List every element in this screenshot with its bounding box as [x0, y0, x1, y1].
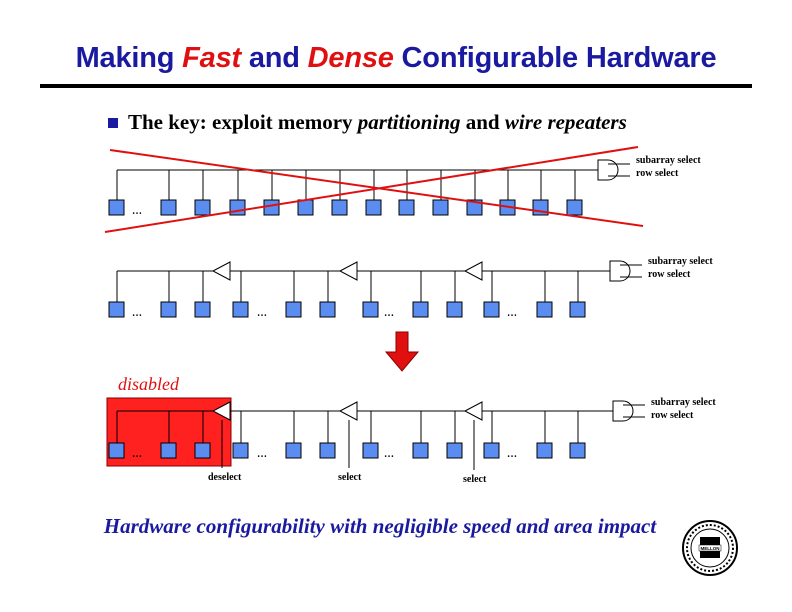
ellipsis-3-3: … — [507, 449, 517, 460]
ellipsis-2-2: … — [384, 308, 394, 319]
label-2-row-select: row select — [648, 269, 691, 280]
select-label-1: select — [338, 472, 362, 483]
and-gate-3 — [612, 400, 634, 422]
memory-cell-3-2 — [194, 442, 211, 459]
key-point: The key: exploit memory partitioning and… — [128, 110, 627, 134]
repeater-3-0 — [211, 401, 231, 421]
memory-cell-1-8 — [398, 199, 415, 216]
memory-cell-3-1 — [160, 442, 177, 459]
ellipsis-2-1: … — [257, 308, 267, 319]
memory-cell-1-10 — [466, 199, 483, 216]
select-label-2: select — [463, 474, 487, 485]
memory-cell-2-10 — [536, 301, 553, 318]
memory-cell-3-9 — [483, 442, 500, 459]
footer-statement: Hardware configurability with negligible… — [103, 514, 657, 538]
cross-line-b — [104, 146, 639, 233]
ellipsis-1: … — [132, 206, 142, 217]
ellipsis-3-1: … — [257, 449, 267, 460]
bullet-square-icon — [108, 118, 118, 128]
memory-cell-2-3 — [232, 301, 249, 318]
ellipsis-3-2: … — [384, 449, 394, 460]
memory-cell-2-1 — [160, 301, 177, 318]
title-emphasis-fast: Fast — [182, 42, 241, 74]
memory-cell-1-7 — [365, 199, 382, 216]
memory-cell-3-0 — [108, 442, 125, 459]
title-divider — [40, 84, 752, 88]
disabled-label: disabled — [118, 374, 179, 394]
memory-cell-3-3 — [232, 442, 249, 459]
repeater-2-1 — [338, 261, 358, 281]
deselect-label: deselect — [208, 472, 242, 483]
label-1-subarray-select: subarray select — [636, 155, 701, 166]
seal-inner-ring — [690, 528, 730, 568]
label-3-row-select: row select — [651, 410, 694, 421]
memory-cell-1-3 — [229, 199, 246, 216]
memory-cell-2-0 — [108, 301, 125, 318]
ellipsis-2-3: … — [507, 308, 517, 319]
memory-cell-1-0 — [108, 199, 125, 216]
memory-cell-3-7 — [412, 442, 429, 459]
title-emphasis-dense: Dense — [307, 42, 394, 74]
memory-cell-1-1 — [160, 199, 177, 216]
memory-cell-2-7 — [412, 301, 429, 318]
down-arrow-icon — [384, 331, 420, 372]
and-gate-1 — [597, 159, 619, 181]
label-1-row-select: row select — [636, 168, 679, 179]
repeater-2-2 — [463, 261, 483, 281]
memory-cell-3-10 — [536, 442, 553, 459]
ellipsis-2-0: … — [132, 308, 142, 319]
memory-cell-1-5 — [297, 199, 314, 216]
repeater-3-2 — [463, 401, 483, 421]
and-gate-2 — [609, 260, 631, 282]
memory-cell-2-6 — [362, 301, 379, 318]
ellipsis-3-0: … — [132, 449, 142, 460]
seal-banner — [698, 544, 722, 552]
seal-text: MELLON — [701, 546, 720, 551]
memory-cell-3-11 — [569, 442, 586, 459]
memory-cell-2-5 — [319, 301, 336, 318]
label-3-subarray-select: subarray select — [651, 397, 716, 408]
memory-cell-3-8 — [446, 442, 463, 459]
memory-cell-2-2 — [194, 301, 211, 318]
memory-cell-3-6 — [362, 442, 379, 459]
memory-cell-2-4 — [285, 301, 302, 318]
memory-cell-1-2 — [194, 199, 211, 216]
memory-cell-2-11 — [569, 301, 586, 318]
memory-cell-1-9 — [432, 199, 449, 216]
slide-title: Making Fast and Dense Configurable Hardw… — [75, 42, 717, 74]
memory-cell-1-13 — [566, 199, 583, 216]
memory-cell-1-4 — [263, 199, 280, 216]
seal-lettering-ring — [686, 524, 734, 572]
memory-cell-1-6 — [331, 199, 348, 216]
label-2-subarray-select: subarray select — [648, 256, 713, 267]
repeater-3-1 — [338, 401, 358, 421]
memory-cell-3-4 — [285, 442, 302, 459]
memory-cell-2-9 — [483, 301, 500, 318]
repeater-2-0 — [211, 261, 231, 281]
memory-cell-2-8 — [446, 301, 463, 318]
memory-cell-3-5 — [319, 442, 336, 459]
